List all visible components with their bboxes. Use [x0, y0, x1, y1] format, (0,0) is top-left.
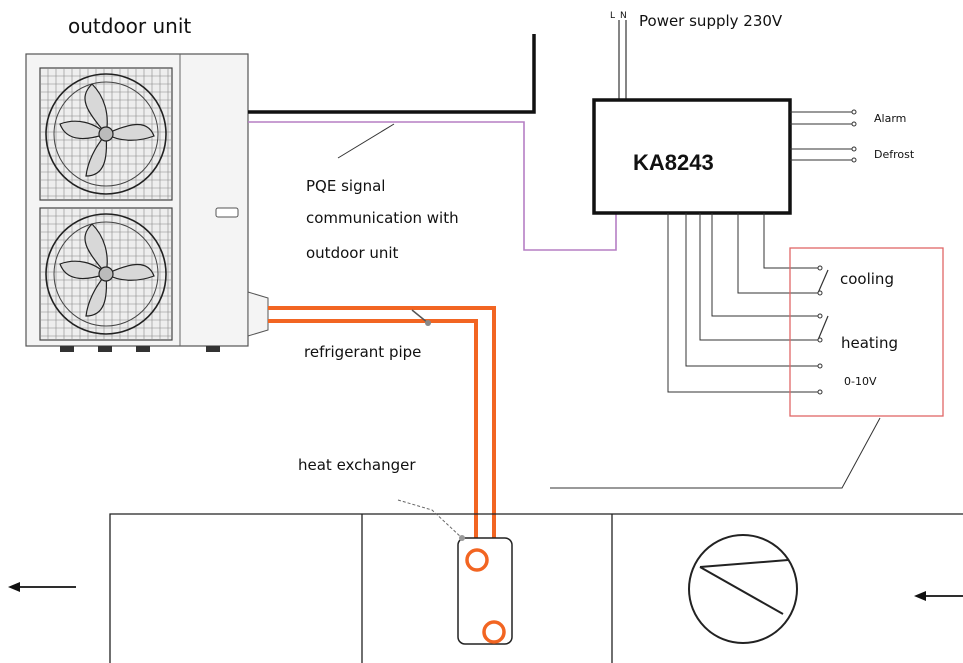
heating-switch — [817, 315, 829, 341]
control-wires — [667, 213, 818, 393]
alarm-label: Alarm — [874, 112, 906, 125]
outdoor-unit-foot — [60, 346, 74, 352]
terminal — [817, 290, 823, 296]
outdoor-unit-foot — [136, 346, 150, 352]
fan-icon — [39, 207, 173, 341]
outdoor-unit-foot — [206, 346, 220, 352]
heat-exchanger-label: heat exchanger — [298, 456, 416, 474]
pqe-label-line1: PQE signal — [306, 177, 385, 195]
cooling-switch — [817, 269, 829, 294]
defrost-label: Defrost — [874, 148, 915, 161]
terminal — [817, 313, 823, 319]
terminal — [817, 265, 823, 271]
refrigerant-pipes — [268, 306, 496, 631]
pqe-signal-wire — [248, 121, 617, 251]
refrigerant-pointer-dot — [425, 320, 431, 326]
terminal — [817, 389, 823, 395]
controller-box — [592, 98, 792, 215]
outdoor-unit — [25, 53, 269, 352]
terminal — [817, 363, 823, 369]
heat-exchanger-pointer — [397, 499, 463, 539]
power-cable — [248, 34, 536, 114]
heat-exchanger-port — [482, 620, 506, 644]
refrigerant-pointer-line — [411, 309, 429, 324]
pqe-pointer-line — [337, 123, 395, 159]
outdoor-unit-foot — [98, 346, 112, 352]
airflow-out-arrow-icon — [8, 582, 76, 592]
defrost-output — [790, 146, 857, 163]
heat-exchanger-port — [465, 548, 489, 572]
refrigerant-label: refrigerant pipe — [304, 343, 421, 361]
heating-label: heating — [841, 334, 898, 352]
heat-exchanger-pointer-dot — [459, 535, 465, 541]
power-label-N: N — [620, 11, 627, 21]
controller-label: KA8243 — [633, 150, 714, 175]
power-label-L: L — [610, 11, 615, 21]
control-signals-box — [789, 247, 944, 417]
air-handler-duct — [109, 513, 963, 663]
pqe-label-line3: outdoor unit — [306, 244, 399, 262]
fan-icon — [39, 67, 173, 201]
alarm-output — [790, 109, 857, 127]
terminal — [817, 337, 823, 343]
outdoor-unit-handle — [215, 207, 239, 218]
analog-label: 0-10V — [844, 375, 877, 388]
cooling-label: cooling — [840, 270, 894, 288]
pqe-label-line2: communication with — [306, 209, 459, 227]
power-supply-label: Power supply 230V — [639, 12, 783, 30]
indoor-fan-icon — [688, 534, 798, 644]
outdoor-unit-valve-block — [247, 291, 269, 337]
control-pointer-line — [550, 417, 881, 489]
outdoor-unit-label: outdoor unit — [68, 14, 191, 38]
airflow-in-arrow-icon — [914, 591, 963, 601]
